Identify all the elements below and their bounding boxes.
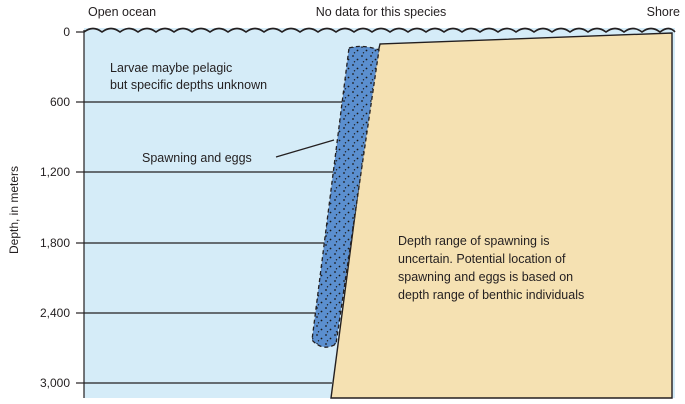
note-line-4: depth range of benthic individuals (398, 288, 584, 302)
tick-label-0: 0 (63, 25, 70, 39)
tick-label-600: 600 (50, 95, 70, 109)
note-line-1: Depth range of spawning is (398, 234, 549, 248)
y-axis-label: Depth, in meters (7, 166, 21, 254)
label-open-ocean: Open ocean (88, 5, 156, 19)
label-no-data: No data for this species (316, 5, 447, 19)
spawning-label: Spawning and eggs (142, 151, 252, 165)
tick-label-1200: 1,200 (40, 165, 70, 179)
larvae-annotation-line-2: but specific depths unknown (110, 78, 267, 92)
tick-label-2400: 2,400 (40, 306, 70, 320)
tick-label-1800: 1,800 (40, 236, 70, 250)
label-shore: Shore (647, 5, 680, 19)
seafloor-slope (331, 33, 672, 398)
larvae-annotation-line-1: Larvae maybe pelagic (110, 61, 232, 75)
note-line-3: spawning and eggs is based on (398, 270, 573, 284)
note-line-2: uncertain. Potential location of (398, 252, 566, 266)
tick-label-3000: 3,000 (40, 376, 70, 390)
